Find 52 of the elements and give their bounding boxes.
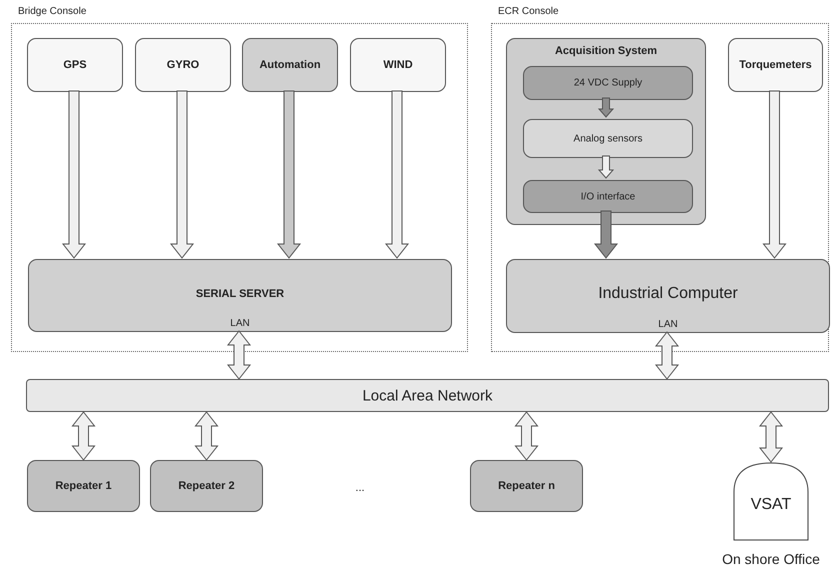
node-label: Torquemeters bbox=[738, 59, 813, 71]
block-arrow bbox=[598, 156, 614, 179]
device-box bbox=[242, 38, 338, 92]
node-label: GYRO bbox=[166, 59, 200, 71]
node-label: Analog sensors bbox=[572, 133, 644, 144]
device-box bbox=[523, 119, 693, 158]
block-arrow bbox=[594, 210, 618, 259]
device-box bbox=[27, 38, 123, 92]
node-label: 24 VDC Supply bbox=[572, 78, 644, 88]
node-label: LAN bbox=[229, 318, 251, 329]
node-label: Repeater 2 bbox=[177, 480, 236, 492]
node-label: Repeater n bbox=[497, 480, 556, 492]
device-box bbox=[523, 66, 693, 100]
panel-heading: Bridge Console bbox=[18, 6, 86, 17]
ellipsis-label: ... bbox=[354, 482, 366, 494]
panel-heading: ECR Console bbox=[498, 6, 559, 17]
node-label: VSAT bbox=[750, 496, 792, 514]
device-box bbox=[135, 38, 231, 92]
block-arrow bbox=[758, 411, 784, 463]
block-arrow bbox=[71, 411, 96, 461]
node-label: I/O interface bbox=[580, 191, 636, 202]
node-label: Local Area Network bbox=[361, 387, 494, 404]
device-box bbox=[350, 38, 446, 92]
device-box bbox=[28, 259, 452, 332]
node-label: Repeater 1 bbox=[54, 480, 113, 492]
block-arrow bbox=[170, 90, 194, 259]
node-label: SERIAL SERVER bbox=[194, 288, 286, 300]
block-arrow bbox=[226, 330, 252, 380]
block-arrow bbox=[62, 90, 86, 259]
node-caption: On shore Office bbox=[721, 551, 821, 567]
node-label: LAN bbox=[657, 319, 679, 330]
block-arrow bbox=[654, 331, 680, 380]
device-box bbox=[506, 259, 830, 333]
node-label: Acquisition System bbox=[554, 45, 658, 57]
device-box bbox=[27, 460, 140, 512]
node-label: Industrial Computer bbox=[597, 285, 739, 303]
device-box bbox=[523, 180, 693, 213]
block-arrow bbox=[762, 90, 787, 259]
vsat-dome bbox=[733, 462, 809, 541]
block-arrow bbox=[598, 98, 614, 118]
device-box bbox=[470, 460, 583, 512]
node-label: GPS bbox=[62, 59, 88, 71]
block-arrow bbox=[194, 411, 219, 461]
node-label: Automation bbox=[258, 59, 322, 71]
block-arrow bbox=[276, 90, 302, 259]
network-bar bbox=[26, 379, 829, 412]
device-box bbox=[506, 38, 706, 225]
block-arrow bbox=[514, 411, 539, 461]
device-box bbox=[150, 460, 263, 512]
device-box bbox=[728, 38, 823, 92]
block-arrow bbox=[384, 90, 410, 259]
node-label: WIND bbox=[382, 59, 414, 71]
